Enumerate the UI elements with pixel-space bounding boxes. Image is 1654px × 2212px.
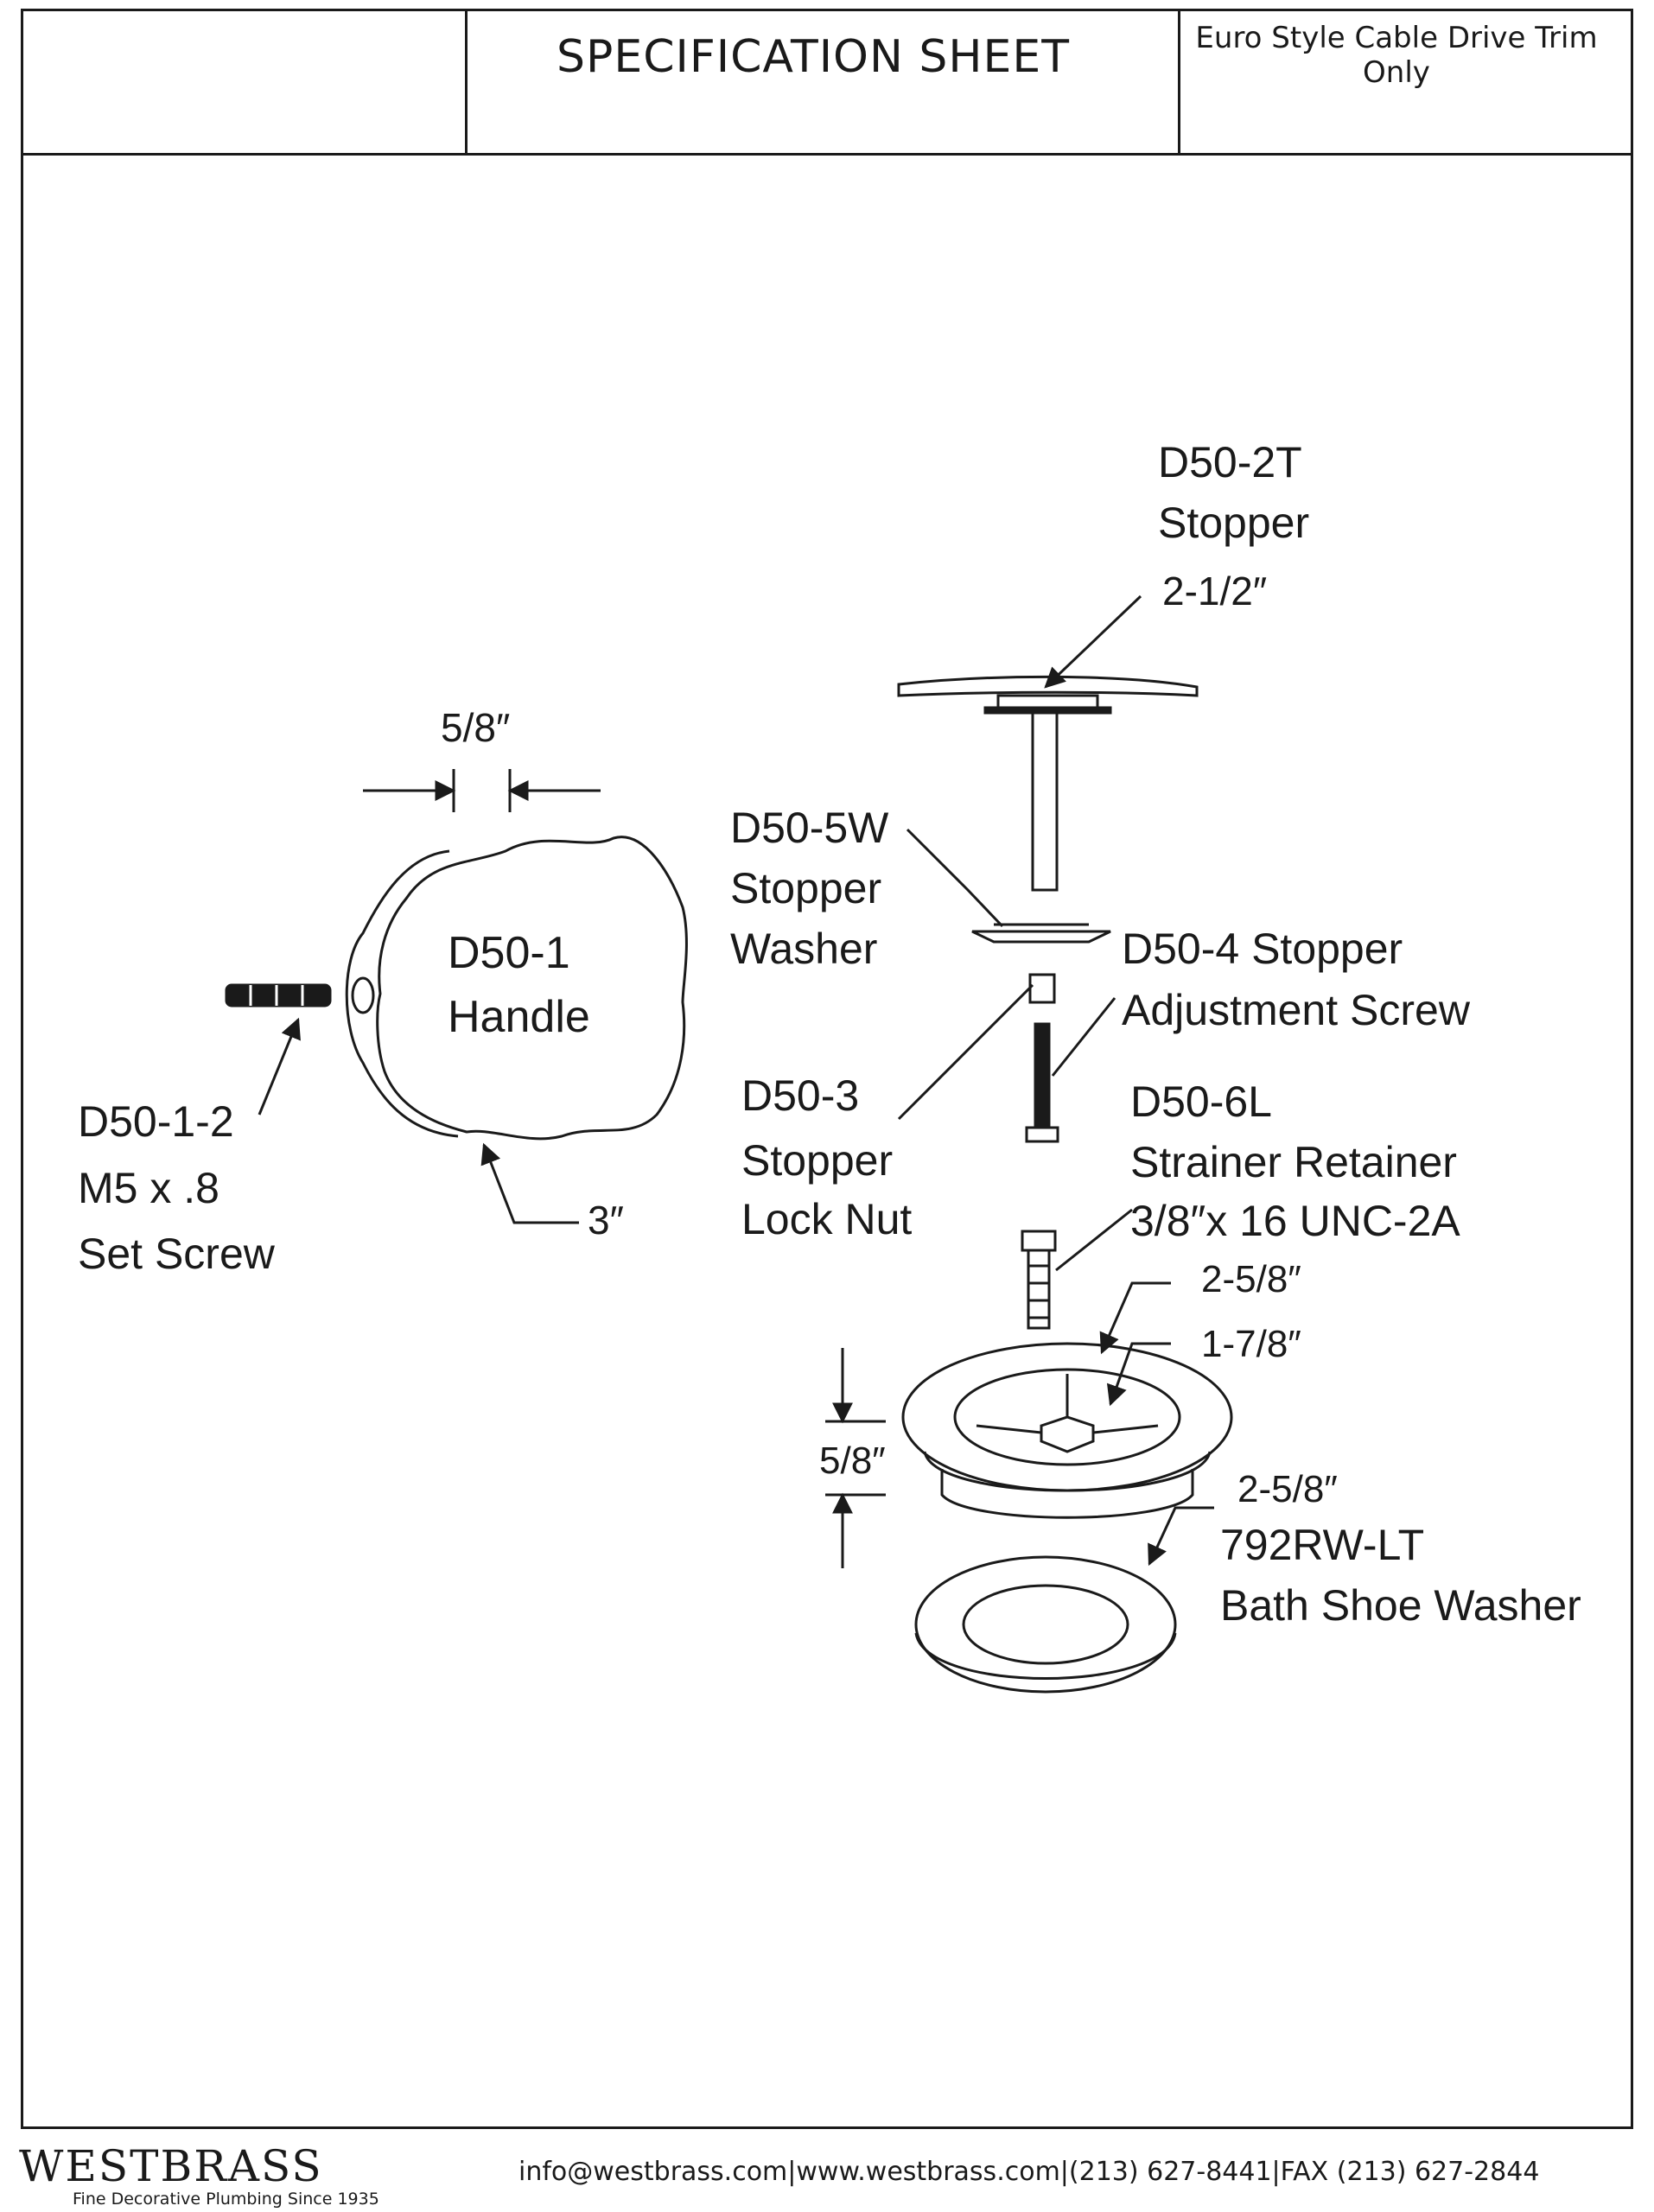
bathwasher-part-label: 792RW-LT — [1220, 1521, 1424, 1569]
locknut-line2-label: Stopper — [741, 1136, 893, 1185]
website-link[interactable]: www.westbrass.com — [796, 2157, 1060, 2187]
shoe-height-label: 5/8″ — [819, 1440, 886, 1482]
bathwasher-dim-label: 2-5/8″ — [1237, 1468, 1338, 1510]
setscrew-line3-label: Set Screw — [78, 1230, 276, 1278]
retainer-line3-label: 3/8″x 16 UNC-2A — [1130, 1197, 1460, 1245]
header-divider-left — [465, 9, 468, 154]
brand-logo: WESTBRASS — [19, 2141, 323, 2191]
adjust-line2-label: Adjustment Screw — [1122, 986, 1471, 1034]
strainer-retainer-drawing — [1021, 1208, 1133, 1330]
phone-number: (213) 627-8441 — [1068, 2157, 1272, 2187]
locknut-part-label: D50-3 — [741, 1071, 859, 1120]
header-divider-right — [1178, 9, 1180, 154]
bathwasher-name-label: Bath Shoe Washer — [1220, 1581, 1581, 1630]
handle-width-label: 5/8″ — [441, 705, 510, 750]
washer-part-label: D50-5W — [730, 804, 889, 852]
page-subtitle: Euro Style Cable Drive Trim Only — [1195, 21, 1598, 90]
specification-sheet-frame — [21, 9, 1633, 2129]
email-link[interactable]: info@westbrass.com — [518, 2157, 788, 2187]
stopper-drawing — [897, 594, 1199, 892]
footer-contact: info@westbrass.com|www.westbrass.com|(21… — [518, 2157, 1539, 2187]
stopper-washer-drawing — [906, 828, 1111, 944]
retainer-line2-label: Strainer Retainer — [1130, 1138, 1457, 1186]
page-title: SPECIFICATION SHEET — [557, 31, 1070, 83]
stopper-name-label: Stopper — [1158, 499, 1309, 547]
shoe-dim2-label: 1-7/8″ — [1201, 1323, 1301, 1365]
adjustment-screw-drawing — [1025, 997, 1116, 1143]
locknut-line3-label: Lock Nut — [741, 1195, 912, 1243]
retainer-part-label: D50-6L — [1130, 1077, 1272, 1126]
handle-part-label: D50-1 — [448, 928, 570, 978]
brand-tagline: Fine Decorative Plumbing Since 1935 — [73, 2190, 379, 2209]
stopper-part-label: D50-2T — [1158, 438, 1302, 486]
separator: | — [787, 2157, 797, 2187]
fax-number: FAX (213) 627-2844 — [1280, 2157, 1540, 2187]
bath-shoe-washer-drawing — [914, 1506, 1214, 1694]
shoe-dim1-label: 2-5/8″ — [1201, 1258, 1301, 1300]
washer-line2-label: Stopper — [730, 864, 881, 912]
separator: | — [1059, 2157, 1069, 2187]
handle-dia-label: 3″ — [588, 1198, 624, 1243]
stopper-dim-label: 2-1/2″ — [1162, 569, 1267, 613]
handle-name-label: Handle — [448, 992, 590, 1042]
handle-drawing — [345, 769, 688, 1141]
bath-shoe-drawing — [825, 1281, 1233, 1568]
set-screw-drawing — [225, 976, 375, 1014]
header-divider-bottom — [21, 153, 1633, 156]
lock-nut-drawing — [897, 973, 1056, 1121]
washer-line3-label: Washer — [730, 925, 877, 973]
separator: | — [1271, 2157, 1281, 2187]
setscrew-line2-label: M5 x .8 — [78, 1164, 219, 1212]
adjust-line1-label: D50-4 Stopper — [1122, 925, 1403, 973]
setscrew-part-label: D50-1-2 — [78, 1097, 234, 1146]
